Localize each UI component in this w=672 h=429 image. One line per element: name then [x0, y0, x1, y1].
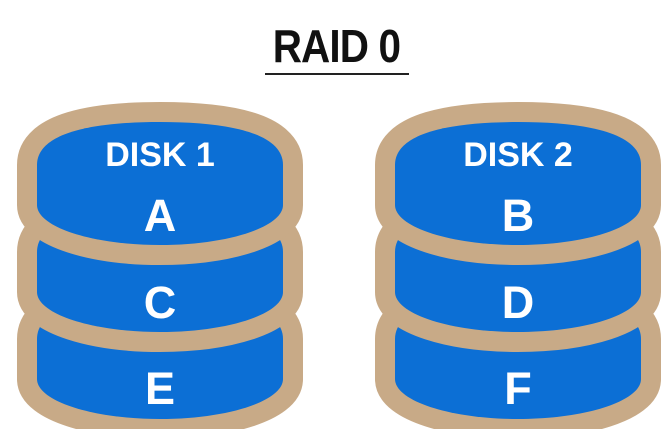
disk-2: DISK 2 BDF	[375, 102, 661, 429]
disk-1: DISK 1 ACE	[17, 102, 303, 429]
data-block-label: F	[504, 363, 532, 414]
disk-label: DISK 2	[463, 136, 573, 174]
data-block-label: A	[144, 190, 177, 241]
platter-1	[375, 102, 661, 265]
platter-1	[17, 102, 303, 265]
data-block-label: B	[502, 190, 535, 241]
diagram-title: RAID 0	[0, 23, 672, 69]
disk-label: DISK 1	[105, 136, 215, 174]
diagram-title-text: RAID 0	[272, 20, 400, 72]
platter-body	[37, 122, 283, 245]
data-block-label: D	[502, 277, 535, 328]
data-block-label: E	[145, 363, 175, 414]
title-underline	[265, 73, 409, 75]
platter-body	[395, 122, 641, 245]
data-block-label: C	[144, 277, 177, 328]
